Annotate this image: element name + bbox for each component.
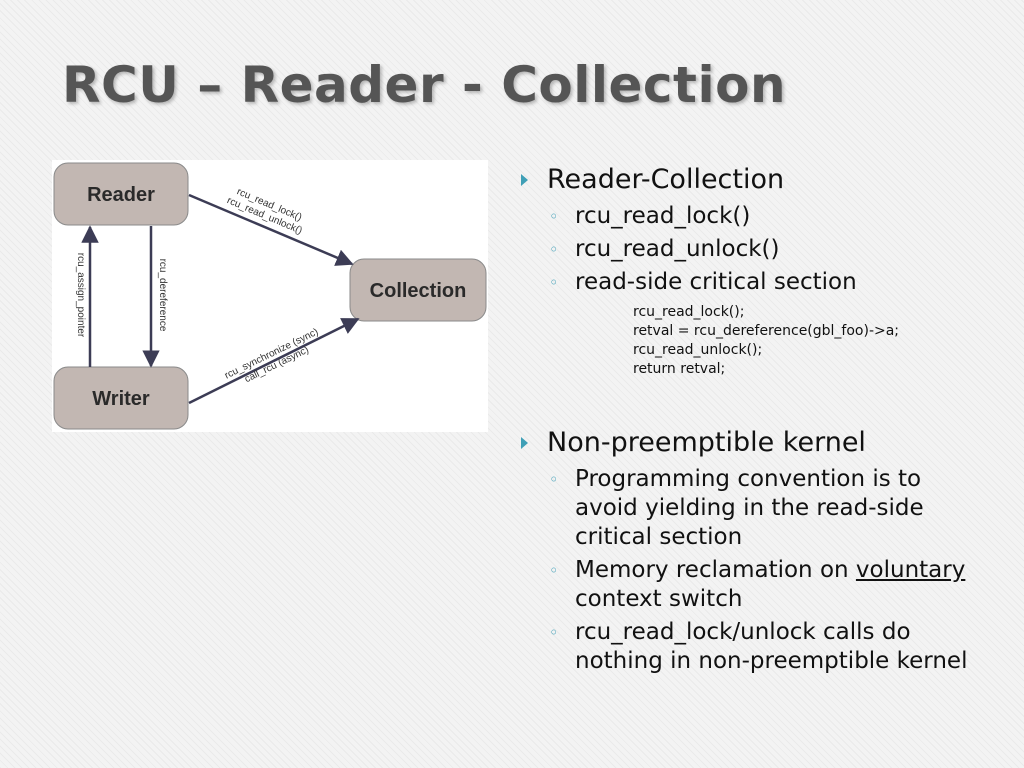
sub-bullet-critical-section: ◦ read-side critical section [518,268,988,297]
underlined-word: voluntary [855,557,966,583]
collection-node [349,258,487,322]
sub-bullet-text: rcu_read_lock/unlock calls do nothing in… [575,619,968,674]
circle-icon: ◦ [549,273,559,292]
rcu-diagram: Reader Collection Writer rcu_read_lock()… [52,160,488,432]
sub-bullet-text: read-side critical section [575,269,857,295]
code-line: rcu_read_lock(); [633,304,745,320]
bullet-text: Non-preemptible kernel [547,427,866,458]
code-line: retval = rcu_dereference(gbl_foo)->a; [633,323,900,339]
triangle-right-icon [521,174,528,186]
writer-node [53,366,189,430]
sub-bullet-rcu-read-unlock: ◦ rcu_read_unlock() [518,235,988,264]
sub-bullet-rcu-calls: ◦ rcu_read_lock/unlock calls do nothing … [518,618,988,676]
sub-bullet-rcu-read-lock: ◦ rcu_read_lock() [518,202,988,231]
collection-node-label: Collection [370,280,467,302]
circle-icon: ◦ [549,623,559,642]
circle-icon: ◦ [549,470,559,489]
sub-bullet-text-pre: Memory reclamation on [575,557,856,583]
writer-collection-labels: rcu_synchronize (sync) call_rcu (async) [223,327,320,386]
edge-label-rcu-assign-pointer: rcu_assign_pointer [75,253,86,338]
bullet-text: Reader-Collection [547,164,785,195]
code-snippet: rcu_read_lock(); retval = rcu_dereferenc… [633,303,988,379]
code-line: return retval; [633,361,726,377]
code-line: rcu_read_unlock(); [633,342,763,358]
sub-bullet-text: Programming convention is to avoid yield… [575,466,924,550]
circle-icon: ◦ [549,207,559,226]
sub-bullet-text: rcu_read_unlock() [575,236,780,262]
reader-node [53,162,189,226]
writer-node-label: Writer [92,388,150,410]
reader-to-collection-arrow [188,193,354,266]
sub-bullet-memory-reclamation: ◦ Memory reclamation on voluntary contex… [518,556,988,614]
circle-icon: ◦ [549,240,559,259]
sub-bullet-text: rcu_read_lock() [575,203,751,229]
sub-bullet-programming-convention: ◦ Programming convention is to avoid yie… [518,465,988,552]
slide-title: RCU – Reader - Collection [62,56,787,114]
circle-icon: ◦ [549,561,559,580]
edge-label-rcu-dereference: rcu_dereference [157,259,168,332]
sub-bullet-text-post: context switch [575,586,743,612]
writer-to-collection-arrow [188,317,360,405]
bullet-content: Reader-Collection ◦ rcu_read_lock() ◦ rc… [518,162,988,676]
diagram-svg: Reader Collection Writer rcu_read_lock()… [53,162,487,430]
triangle-right-icon [521,437,528,449]
bullet-reader-collection: Reader-Collection [518,162,988,198]
bullet-non-preemptible: Non-preemptible kernel [518,425,988,461]
reader-node-label: Reader [87,184,155,206]
